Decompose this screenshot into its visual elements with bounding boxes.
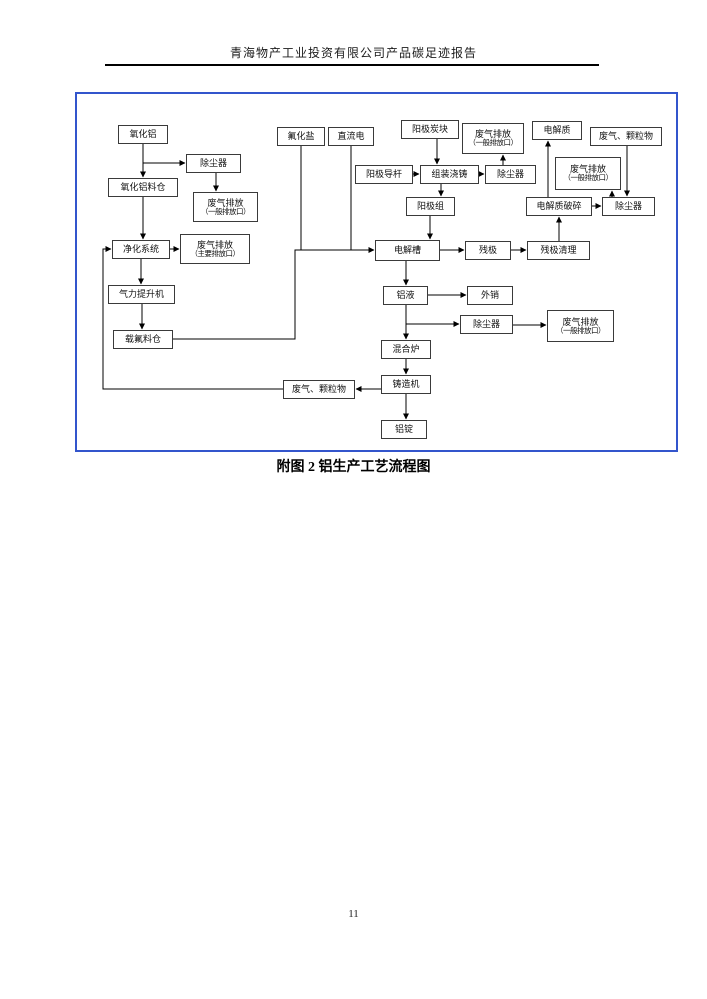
flow-node-label: 废气、颗粒物 — [598, 131, 653, 142]
flow-node-sublabel: （一般排放口） — [468, 138, 519, 148]
flow-node-dust-collector-4: 除尘器 — [460, 315, 513, 334]
flow-node-dust-collector-3: 除尘器 — [602, 197, 655, 216]
flow-node-label: 氧化铝 — [129, 129, 157, 140]
flow-node-aluminum-ingot: 铝锭 — [381, 420, 427, 439]
flow-node-electrolyte-crushing: 电解质破碎 — [526, 197, 592, 216]
flow-node-electrolyte: 电解质 — [532, 121, 582, 140]
flow-node-label: 电解质破碎 — [536, 201, 582, 212]
header-rule — [105, 64, 599, 66]
flow-node-label: 除尘器 — [614, 201, 642, 212]
flow-node-exhaust-particulates-2: 废气、颗粒物 — [283, 380, 355, 399]
flow-node-dust-collector-1: 除尘器 — [186, 154, 241, 173]
flow-node-external-sale: 外销 — [467, 286, 513, 305]
flow-node-label: 废气、颗粒物 — [291, 384, 346, 395]
flow-node-exhaust-particulates-1: 废气、颗粒物 — [590, 127, 662, 146]
flow-node-residual-anode-cleaning: 残极清理 — [527, 241, 590, 260]
flow-node-label: 阳极组 — [416, 201, 444, 212]
flow-node-aluminum-liquid: 铝液 — [383, 286, 428, 305]
flow-node-label: 废气排放 — [196, 239, 233, 250]
flow-node-label: 直流电 — [337, 131, 365, 142]
flow-node-exhaust-general-4: 废气排放（一般排放口） — [547, 310, 614, 342]
flow-node-label: 除尘器 — [472, 319, 500, 330]
page-number: 11 — [348, 908, 359, 920]
flow-node-label: 残极清理 — [540, 245, 577, 256]
flow-node-label: 废气排放 — [562, 316, 599, 327]
flow-node-anode-rod: 阳极导杆 — [355, 165, 413, 184]
flow-node-alumina: 氧化铝 — [118, 125, 168, 144]
flow-node-label: 废气排放 — [207, 197, 244, 208]
flow-node-label: 组装浇铸 — [431, 169, 468, 180]
flow-node-dust-collector-2: 除尘器 — [485, 165, 536, 184]
flow-node-exhaust-general-1: 废气排放（一般排放口） — [193, 192, 258, 222]
flow-node-mixing-furnace: 混合炉 — [381, 340, 431, 359]
flow-node-alumina-silo: 氧化铝料仓 — [108, 178, 178, 197]
flow-node-label: 氧化铝料仓 — [120, 182, 166, 193]
flow-node-label: 净化系统 — [122, 244, 159, 255]
flow-node-label: 阳极导杆 — [365, 169, 402, 180]
flow-node-electrolysis-cell: 电解槽 — [375, 240, 440, 261]
report-header-title: 青海物产工业投资有限公司产品碳足迹报告 — [229, 46, 477, 60]
flow-node-label: 铝液 — [396, 290, 415, 301]
flow-node-sublabel: （一般排放口） — [201, 206, 251, 216]
flow-node-casting-machine: 铸造机 — [381, 375, 431, 394]
flow-node-pneumatic-elevator: 气力提升机 — [108, 285, 175, 304]
flow-node-dc-power: 直流电 — [328, 127, 374, 146]
flow-node-anode-carbon-block: 阳极炭块 — [401, 120, 459, 139]
flow-node-residual-anode: 残极 — [465, 241, 511, 260]
flow-node-label: 除尘器 — [199, 158, 227, 169]
flow-node-label: 残极 — [478, 245, 497, 256]
flow-node-label: 氟化盐 — [287, 131, 315, 142]
flow-node-label: 电解槽 — [393, 245, 421, 256]
flow-node-label: 废气排放 — [569, 164, 606, 175]
flow-node-sublabel: （主要排放口） — [190, 248, 241, 258]
flow-node-exhaust-main: 废气排放（主要排放口） — [180, 234, 250, 264]
flow-node-label: 铸造机 — [392, 379, 420, 390]
flow-node-label: 废气排放 — [474, 129, 511, 140]
figure-caption: 附图 2 铝生产工艺流程图 — [276, 460, 431, 475]
flow-node-label: 阳极炭块 — [411, 124, 448, 135]
flow-node-purification-system: 净化系统 — [112, 240, 170, 259]
flow-node-sublabel: （一般排放口） — [556, 325, 606, 335]
flow-node-label: 外销 — [480, 290, 499, 301]
flow-node-fluoride-silo: 载氟料仓 — [113, 330, 173, 349]
flow-node-assembly-casting: 组装浇铸 — [420, 165, 479, 184]
flow-node-exhaust-general-2: 废气排放（一般排放口） — [462, 123, 524, 154]
flow-node-label: 气力提升机 — [118, 289, 164, 300]
flow-node-exhaust-general-3: 废气排放（一般排放口） — [555, 157, 621, 190]
flow-node-label: 除尘器 — [496, 169, 524, 180]
flow-node-sublabel: （一般排放口） — [563, 173, 614, 183]
flow-node-fluoride-salt: 氟化盐 — [277, 127, 325, 146]
flow-node-label: 电解质 — [543, 125, 571, 136]
flow-node-anode-assembly: 阳极组 — [406, 197, 455, 216]
flow-node-label: 载氟料仓 — [124, 334, 161, 345]
flow-node-label: 混合炉 — [392, 344, 420, 355]
flow-node-label: 铝锭 — [394, 424, 413, 435]
